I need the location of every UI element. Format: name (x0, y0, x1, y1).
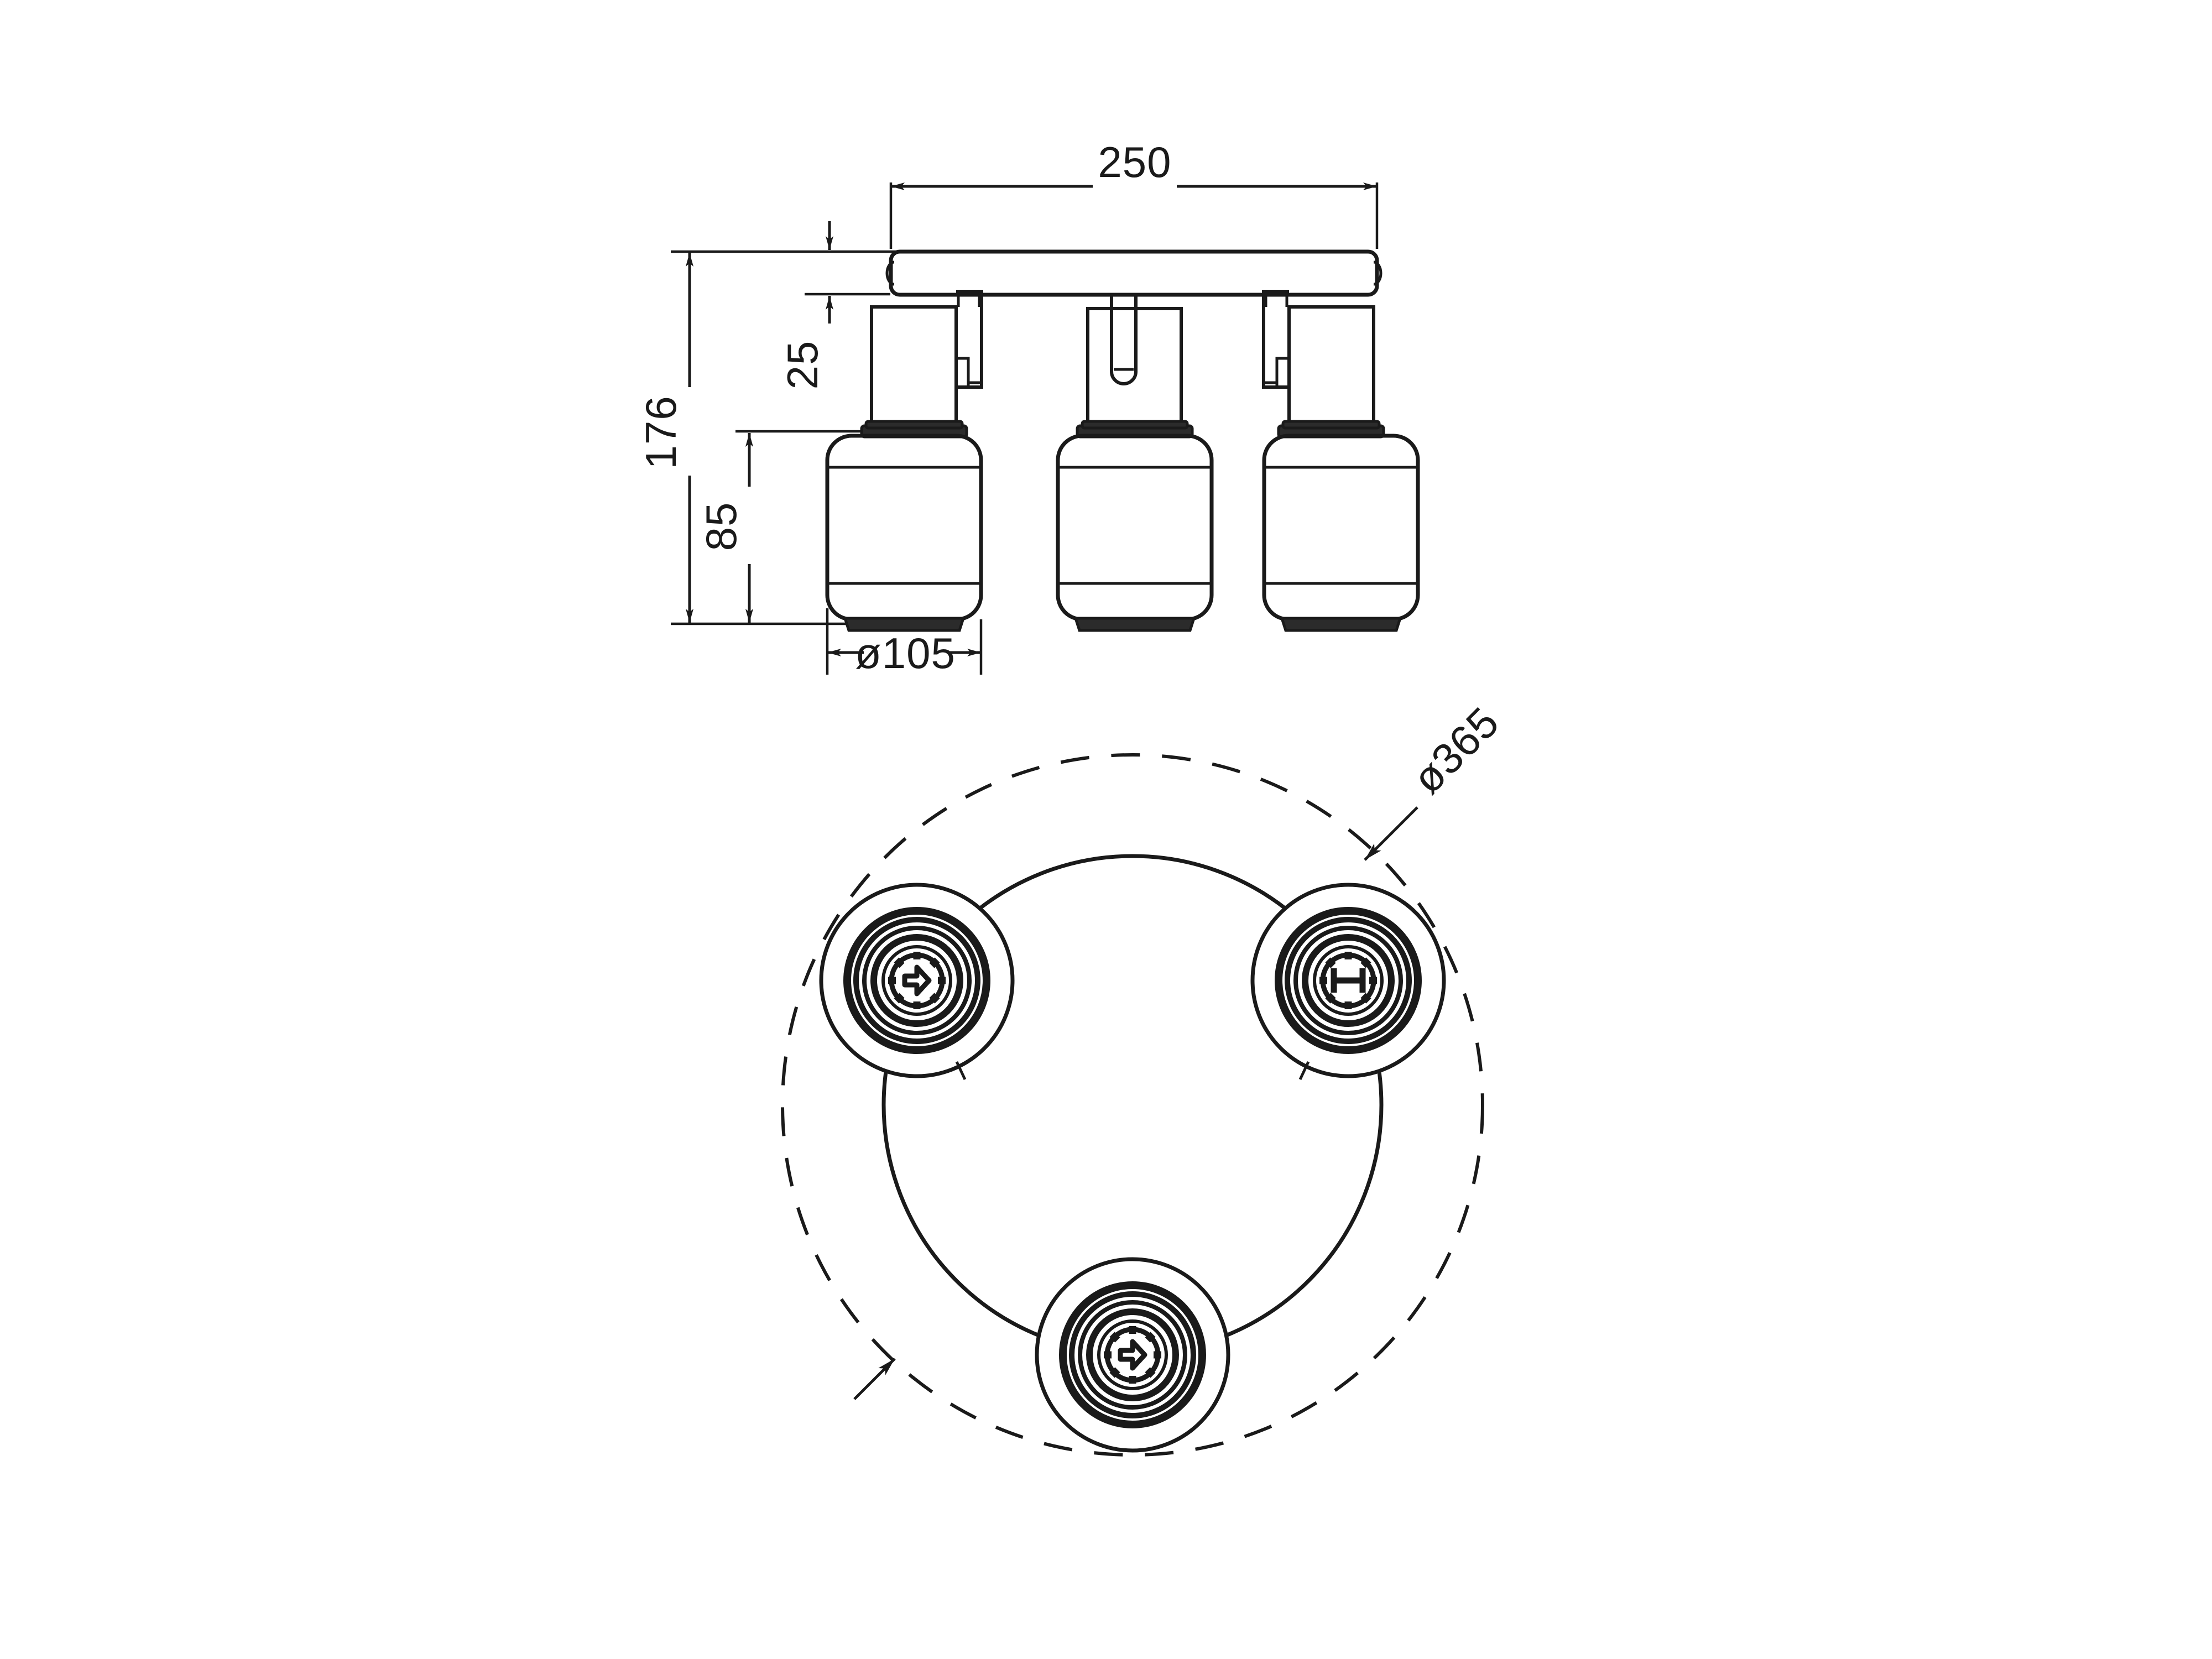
dimension-width-250: 250 (891, 138, 1377, 190)
lamp-socket-glyph (888, 952, 946, 1009)
dimension-label-176: 176 (637, 395, 685, 469)
dimension-shade-height-85: 85 (697, 433, 753, 623)
dimension-label-diameter-365: ø365 (1403, 697, 1509, 803)
lamp-right (1262, 290, 1420, 632)
lamp-left (825, 290, 983, 632)
dimension-label-250: 250 (1098, 138, 1171, 186)
swing-envelope-circle (781, 753, 1484, 1457)
lamp-middle (1056, 295, 1214, 632)
plan-lamp-top-right (1250, 883, 1446, 1081)
dimension-shade-diameter-105: ø105 (827, 629, 981, 677)
dimension-label-diameter-105: ø105 (855, 629, 956, 677)
dimension-label-85: 85 (697, 502, 745, 551)
plan-view: ø365 (781, 697, 1509, 1457)
dimension-overall-height-176: 176 (637, 253, 693, 623)
side-view-extension-lines (671, 182, 1379, 675)
lamp-socket-glyph (1319, 952, 1377, 1009)
plan-lamp-top-left (819, 883, 1015, 1081)
lamp-socket-glyph (1104, 1326, 1161, 1384)
plan-lamp-bottom (1035, 1257, 1230, 1453)
side-elevation-view: 250 176 85 25 (637, 138, 1420, 677)
dimension-label-25: 25 (778, 341, 827, 390)
base-plate (885, 249, 1383, 297)
dimension-plate-thickness-25: 25 (778, 221, 833, 390)
